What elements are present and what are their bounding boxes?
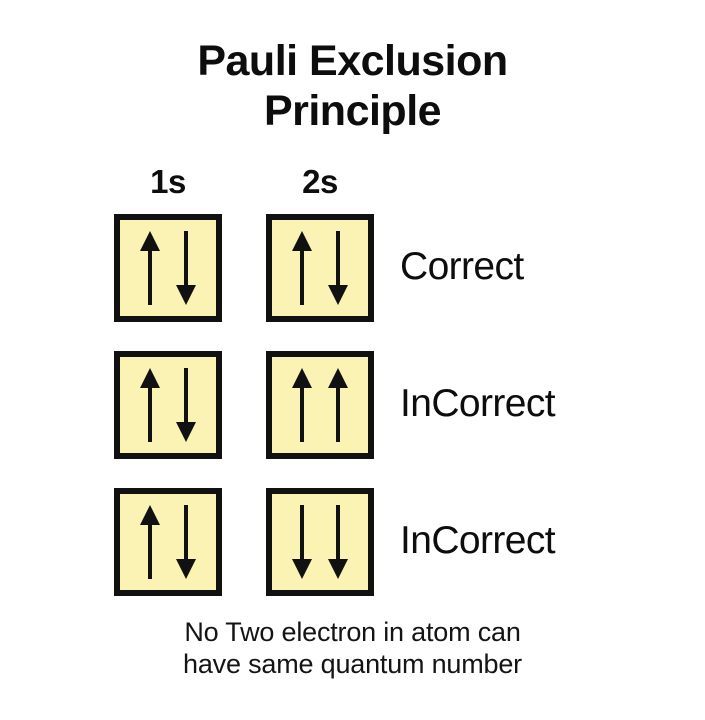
orbital-box-1s	[114, 488, 222, 596]
arrow-down-icon	[176, 231, 196, 305]
spin-pair	[139, 505, 197, 579]
spin-pair	[291, 505, 349, 579]
orbital-box-2s	[266, 488, 374, 596]
orbital-box-2s	[266, 214, 374, 322]
spin-pair	[291, 231, 349, 305]
arrow-down-icon	[328, 231, 348, 305]
column-header-2s: 2s	[302, 163, 338, 200]
verdict-label-row-1: Correct	[400, 245, 524, 288]
spin-pair	[291, 368, 349, 442]
arrow-up-icon	[292, 231, 312, 305]
arrow-up-icon	[328, 368, 348, 442]
column-header-1s: 1s	[150, 163, 186, 200]
verdict-label-row-2: InCorrect	[400, 382, 556, 425]
arrow-down-icon	[292, 505, 312, 579]
orbital-box-1s	[114, 214, 222, 322]
arrow-down-icon	[176, 368, 196, 442]
title-line-1: Pauli Exclusion	[197, 37, 508, 85]
title-line-2: Principle	[263, 87, 442, 135]
caption-line-2: have same quantum number	[183, 649, 522, 679]
arrow-down-icon	[328, 505, 348, 579]
arrow-up-icon	[140, 231, 160, 305]
spin-pair	[139, 231, 197, 305]
orbital-box-2s	[266, 351, 374, 459]
orbital-box-1s	[114, 351, 222, 459]
spin-pair	[139, 368, 197, 442]
arrow-up-icon	[140, 368, 160, 442]
caption: No Two electron in atom can have same qu…	[0, 616, 705, 680]
page-title: Pauli Exclusion Principle	[0, 36, 705, 136]
orbital-column-headers: 1s 2s	[114, 163, 374, 203]
verdict-label-row-3: InCorrect	[400, 519, 556, 562]
arrow-up-icon	[140, 505, 160, 579]
caption-line-1: No Two electron in atom can	[184, 617, 521, 647]
arrow-up-icon	[292, 368, 312, 442]
arrow-down-icon	[176, 505, 196, 579]
